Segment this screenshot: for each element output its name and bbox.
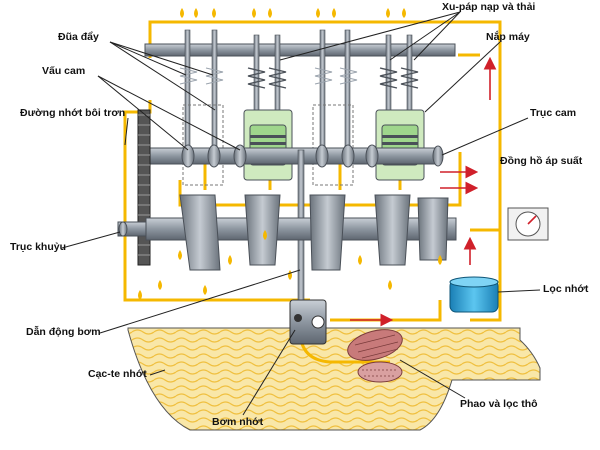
label-oil-pan: Cạc-te nhớt <box>88 368 147 380</box>
float-strainer <box>347 329 403 383</box>
label-oil-filter: Lọc nhớt <box>543 283 589 295</box>
label-pump-drive: Dẫn động bơm <box>26 325 101 338</box>
label-camshaft: Trục cam <box>530 107 576 119</box>
flow-arrows <box>350 56 497 327</box>
camshaft <box>149 144 444 168</box>
rear-cylinders <box>182 104 354 186</box>
label-cam-lobe: Vấu cam <box>42 65 85 77</box>
rocker-shaft <box>144 43 456 57</box>
oil-pan <box>127 327 541 431</box>
label-float-strainer: Phao và lọc thô <box>460 398 538 410</box>
pressure-gauge <box>507 207 549 241</box>
oil-filter <box>449 276 499 313</box>
label-oil-pump: Bơm nhớt <box>212 416 264 428</box>
label-cylinder-head: Nắp máy <box>486 30 530 43</box>
crankshaft <box>117 194 457 271</box>
labels: Đũa đẩy Xu-páp nạp và thải Nắp máy Vấu c… <box>10 1 589 428</box>
pistons <box>243 109 425 181</box>
label-pressure-gauge: Đồng hồ áp suất <box>500 155 583 167</box>
label-oil-gallery: Đường nhớt bôi trơn <box>20 107 125 119</box>
oil-droplets <box>138 8 442 300</box>
leader-lines <box>61 11 541 416</box>
label-push-rod: Đũa đẩy <box>58 31 99 43</box>
label-valves: Xu-páp nạp và thải <box>442 1 535 13</box>
oil-pump <box>289 299 327 345</box>
label-crankshaft: Trục khuỷu <box>10 241 66 253</box>
timing-gear <box>137 109 151 266</box>
